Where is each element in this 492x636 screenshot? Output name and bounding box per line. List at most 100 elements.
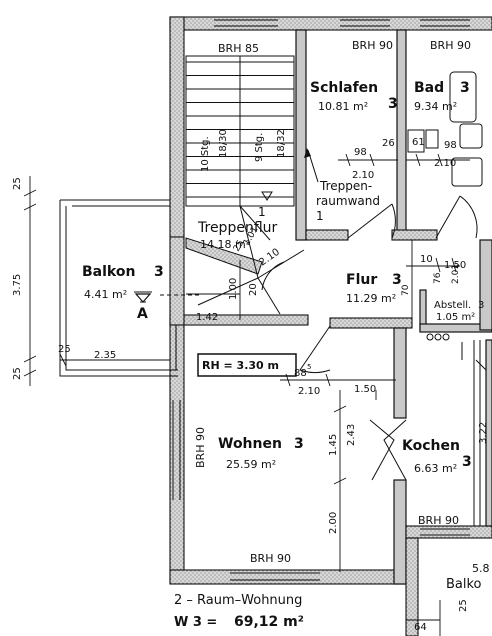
bad-name: Bad [414, 80, 444, 96]
dim-150a: 1.50 [444, 260, 466, 271]
wohnen-name: Wohnen [218, 436, 282, 452]
brh-label-stairs: BRH 85 [218, 42, 259, 55]
apartment-code: W 3 = [174, 615, 217, 630]
dim-25d: 25 [232, 239, 246, 254]
dim-25e: 25 [458, 599, 469, 612]
stairs-a-label: 10 Stg. [200, 136, 211, 172]
schlafen-area: 10.81 m² [318, 100, 368, 113]
dim-26: 26 [382, 138, 395, 149]
apartment-type: 2 – Raum–Wohnung [174, 593, 302, 608]
bad-number: 3 [460, 80, 470, 96]
wall-arrow [304, 148, 311, 158]
wohnen-bottom-wall [169, 569, 409, 585]
bad-area: 9.34 m² [414, 100, 457, 113]
flur-wohnen-wall [329, 317, 413, 329]
dim-98b: 98 [444, 140, 457, 151]
brh-label-wohnen-bottom: BRH 90 [250, 552, 291, 565]
dim-885: 88 [294, 368, 307, 379]
dim-885-sup: 5 [307, 363, 311, 371]
left-stair-wall [169, 16, 185, 238]
doors [261, 195, 478, 481]
dim-142: 1.42 [196, 312, 218, 323]
room-height-label: RH = 3.30 m [202, 359, 279, 372]
dim-25a: 25 [12, 177, 23, 190]
bathroom-fixtures [407, 71, 483, 187]
right-edge-wall [479, 239, 492, 331]
dim-375: 3.75 [12, 274, 23, 296]
dim-61: 61 [412, 137, 425, 148]
dim-150b: 1.50 [354, 384, 376, 395]
stair-landing-diagonal [185, 205, 305, 315]
schlafen-bottom-wall-left [305, 229, 349, 241]
stair-schlafen-wall [295, 29, 307, 241]
dim-145: 1.45 [328, 434, 339, 456]
balkon-number: 3 [154, 264, 164, 280]
abstell-name: Abstell. [434, 300, 471, 311]
wohnen-area: 25.59 m² [226, 458, 276, 471]
dim-64: 64 [414, 622, 427, 633]
wohnen-left-wall [169, 324, 185, 584]
stairs [185, 55, 295, 207]
dim-243: 2.43 [346, 424, 357, 446]
kochen-number: 3 [462, 454, 472, 470]
bad-bottom-wall [391, 229, 438, 241]
lower-right-wall [405, 537, 419, 636]
stairs-a-ratio: 18/30 [218, 129, 229, 158]
brh-label-kochen: BRH 90 [418, 514, 459, 527]
wall-note-line2: raumwand [316, 194, 380, 208]
section-marker-label: A [137, 306, 148, 322]
walls [169, 16, 492, 636]
brh-label-bad: BRH 90 [430, 39, 471, 52]
dim-25b: 25 [12, 367, 23, 380]
abstell-area: 1.05 m² [436, 312, 475, 323]
abstell-bottom-wall [419, 323, 492, 333]
kochen-name: Kochen [402, 438, 460, 454]
schlafen-name: Schlafen [310, 80, 378, 96]
wohnen-kochen-wall-top [393, 327, 407, 419]
wohnen-kochen-wall-bottom [393, 479, 407, 585]
balkon-area: 4.41 m² [84, 288, 127, 301]
abstell-number: 3 [478, 300, 484, 311]
wall-note-line3: 1 [316, 209, 324, 223]
balkon-outline [59, 199, 178, 377]
dim-70: 70 [401, 284, 411, 296]
dimension-lines [23, 153, 470, 636]
dim-25c: 25 [58, 344, 71, 355]
wall-note-line1: Treppen- [319, 179, 372, 193]
dim-200: 2.00 [328, 512, 339, 534]
treppenflur-number: 1 [258, 205, 266, 219]
treppenflur-area: 14.18 m² [200, 238, 250, 251]
windows [172, 19, 470, 581]
section-marker-icon [134, 293, 152, 303]
stairs-b-label: 9 Stg. [254, 133, 265, 162]
treppenflur-name: Treppenflur [197, 220, 278, 236]
balkon-name: Balkon [82, 264, 135, 280]
dim-210a: 2.10 [352, 170, 374, 181]
dim-100: 1.00 [228, 278, 239, 300]
dim-98a: 98 [354, 147, 367, 158]
wohnen-number: 3 [294, 436, 304, 452]
schlafen-bad-wall [396, 29, 407, 236]
kochen-bottom-wall [405, 525, 492, 539]
kochen-area: 6.63 m² [414, 462, 457, 475]
balkon2-name: Balko [446, 577, 482, 592]
apartment-area: 69,12 m² [234, 614, 304, 630]
brh-label-schlafen: BRH 90 [352, 39, 393, 52]
flur-name: Flur [346, 272, 377, 288]
dim-210b: 2.10 [434, 158, 456, 169]
schlafen-number: 3 [388, 96, 398, 112]
dim-10: 10 [420, 254, 433, 265]
stairs-b-ratio: 18/32 [276, 129, 287, 158]
dim-201: 2.01 [451, 264, 461, 284]
flur-number: 3 [392, 272, 402, 288]
room-height-box [197, 353, 297, 377]
kitchen-counter [461, 340, 487, 526]
landing-bottom-wall [169, 314, 309, 326]
dim-76: 76 [433, 272, 443, 284]
brh-label-wohnen-side: BRH 90 [194, 427, 207, 468]
top-outer-wall [169, 16, 492, 31]
landing-left-wall [169, 236, 185, 326]
flur-area: 11.29 m² [346, 292, 396, 305]
dim-20: 20 [248, 283, 259, 296]
